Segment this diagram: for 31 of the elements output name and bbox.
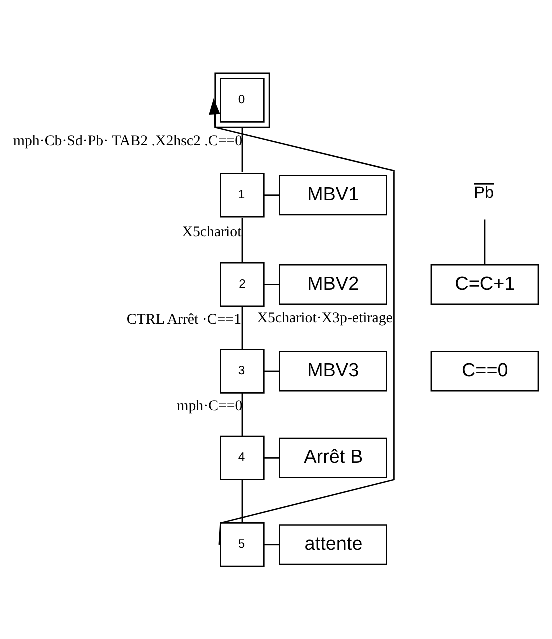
node-box: Arrêt B (279, 437, 388, 478)
connector (242, 479, 244, 523)
node-box: 5 (220, 522, 265, 567)
connector (264, 284, 280, 285)
node-box: C=C+1 (430, 264, 540, 305)
node-box: attente (279, 524, 388, 565)
edge-label: mph·Cb·Sd·Pb· TAB2 .X2hsc2 .C==0 (13, 133, 243, 150)
connector (264, 194, 280, 196)
node-box: C==0 (430, 350, 540, 392)
connector (242, 218, 244, 263)
connector (242, 306, 244, 350)
node-box: 1 (220, 172, 265, 218)
edge-label: CTRL Arrêt ·C==1 (126, 311, 242, 328)
edge-label: X5chariot·X3p-etirage (257, 310, 393, 326)
connector (484, 219, 486, 264)
node-text: Pb (474, 184, 494, 202)
connector (242, 392, 244, 436)
edge-label: mph·C==0 (177, 398, 243, 414)
node-box: MBV2 (279, 264, 388, 305)
connector (264, 457, 280, 458)
connector (264, 544, 280, 546)
node-box: MBV3 (279, 350, 388, 392)
node-box: 4 (220, 435, 265, 480)
node-box: 0 (214, 72, 270, 128)
arrow (209, 98, 395, 544)
connector (242, 127, 244, 172)
edge-label: X5chariot (182, 224, 242, 240)
node-box: 3 (220, 348, 265, 394)
node-box: MBV1 (279, 174, 388, 216)
node-box: 2 (220, 262, 265, 307)
connector (264, 370, 280, 372)
